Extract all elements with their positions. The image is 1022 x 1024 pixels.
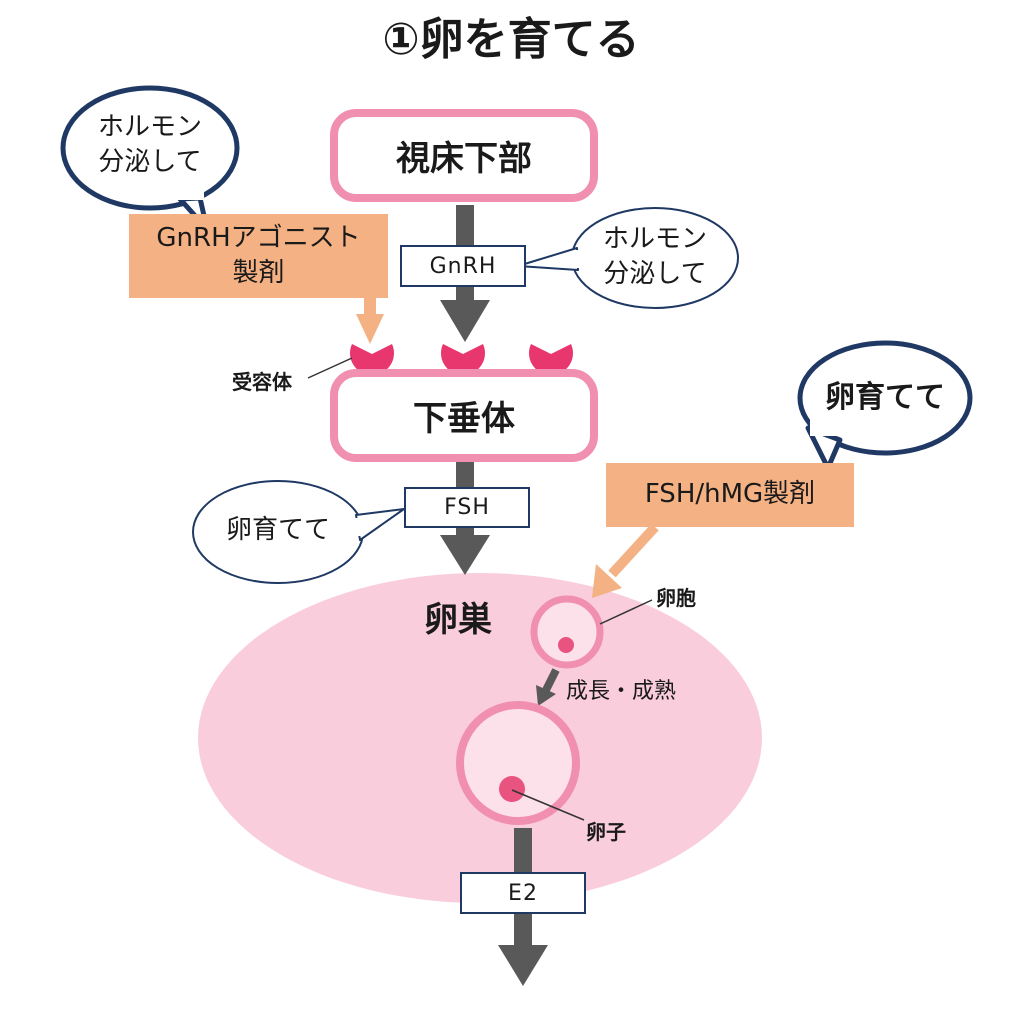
follicle-label: 卵胞 <box>656 586 696 610</box>
bubble-gnrh-tail <box>517 247 579 271</box>
fsh-label: FSH <box>444 495 490 520</box>
bubble-drug-fsh-tail-cover <box>810 418 840 436</box>
hypothalamus-label: 視床下部 <box>396 139 532 179</box>
gnrh-box: GnRH <box>400 245 526 287</box>
bubble-gnrh-text: ホルモン 分泌して <box>572 222 738 292</box>
arrow-head-gnrh <box>440 300 490 342</box>
bubble-gnrh-line2: 分泌して <box>603 259 707 290</box>
arrow-head-fsh <box>440 535 490 575</box>
follicle-large-icon <box>456 701 580 825</box>
pituitary-box: 下垂体 <box>330 369 598 462</box>
bubble-drug-gnrh-line1: ホルモン <box>97 112 202 142</box>
follicle-small-icon <box>530 595 604 669</box>
receptor-icon-center <box>441 344 485 376</box>
bubble-gnrh-tail-cover <box>574 250 584 268</box>
arrow-shaft-growth <box>542 668 560 692</box>
receptor-icon-right <box>529 344 573 376</box>
gnrh-agonist-label-line1: GnRHアゴニスト <box>156 222 361 253</box>
egg-large-icon <box>499 776 525 802</box>
gnrh-label: GnRH <box>429 253 497 279</box>
bubble-gnrh-line1: ホルモン <box>602 224 707 254</box>
arrow-head-fsh-hmg <box>592 564 622 598</box>
gnrh-agonist-box: GnRHアゴニスト 製剤 <box>129 214 388 298</box>
pituitary-label: 下垂体 <box>413 399 515 439</box>
bubble-drug-fsh <box>797 340 973 456</box>
bubble-drug-gnrh <box>60 85 240 211</box>
arrow-head-growth <box>536 685 556 706</box>
bubble-drug-gnrh-line2: 分泌して <box>98 147 202 178</box>
bubble-drug-fsh-label: 卵育てて <box>825 380 945 415</box>
bubble-fsh-text: 卵育てて <box>193 513 363 548</box>
fsh-hmg-label: FSH/hMG製剤 <box>644 479 816 510</box>
bubble-drug-gnrh-tail-cover <box>176 188 204 200</box>
receptor-label: 受容体 <box>232 370 292 394</box>
bubble-drug-gnrh-text: ホルモン 分泌して <box>63 110 237 180</box>
leader-egg <box>511 789 585 821</box>
bubble-fsh-tail-cover <box>350 518 362 536</box>
e2-box: E2 <box>460 872 586 914</box>
egg-label: 卵子 <box>586 820 626 844</box>
fsh-box: FSH <box>404 487 530 528</box>
egg-small-icon <box>558 637 574 653</box>
growth-label: 成長・成熟 <box>566 679 677 704</box>
bubble-fsh-tail <box>355 508 405 541</box>
leader-receptor <box>307 357 353 379</box>
gnrh-agonist-label-line2: 製剤 <box>232 258 285 288</box>
ovary-label: 卵巣 <box>424 600 492 640</box>
arrow-shaft-gnrh-agonist <box>364 296 376 316</box>
page-title: ①卵を育てる <box>382 14 640 65</box>
arrow-head-gnrh-agonist <box>356 314 384 344</box>
arrow-shaft-fsh-hmg <box>608 523 659 578</box>
receptor-icon-left <box>350 344 395 376</box>
arrow-head-e2 <box>498 945 548 986</box>
bubble-drug-fsh-text: 卵育てて <box>800 378 970 419</box>
hypothalamus-box: 視床下部 <box>330 109 598 202</box>
bubble-fsh-label: 卵育てて <box>225 515 330 545</box>
fsh-hmg-box: FSH/hMG製剤 <box>606 463 854 527</box>
leader-follicle <box>599 599 653 625</box>
e2-label: E2 <box>508 880 538 906</box>
